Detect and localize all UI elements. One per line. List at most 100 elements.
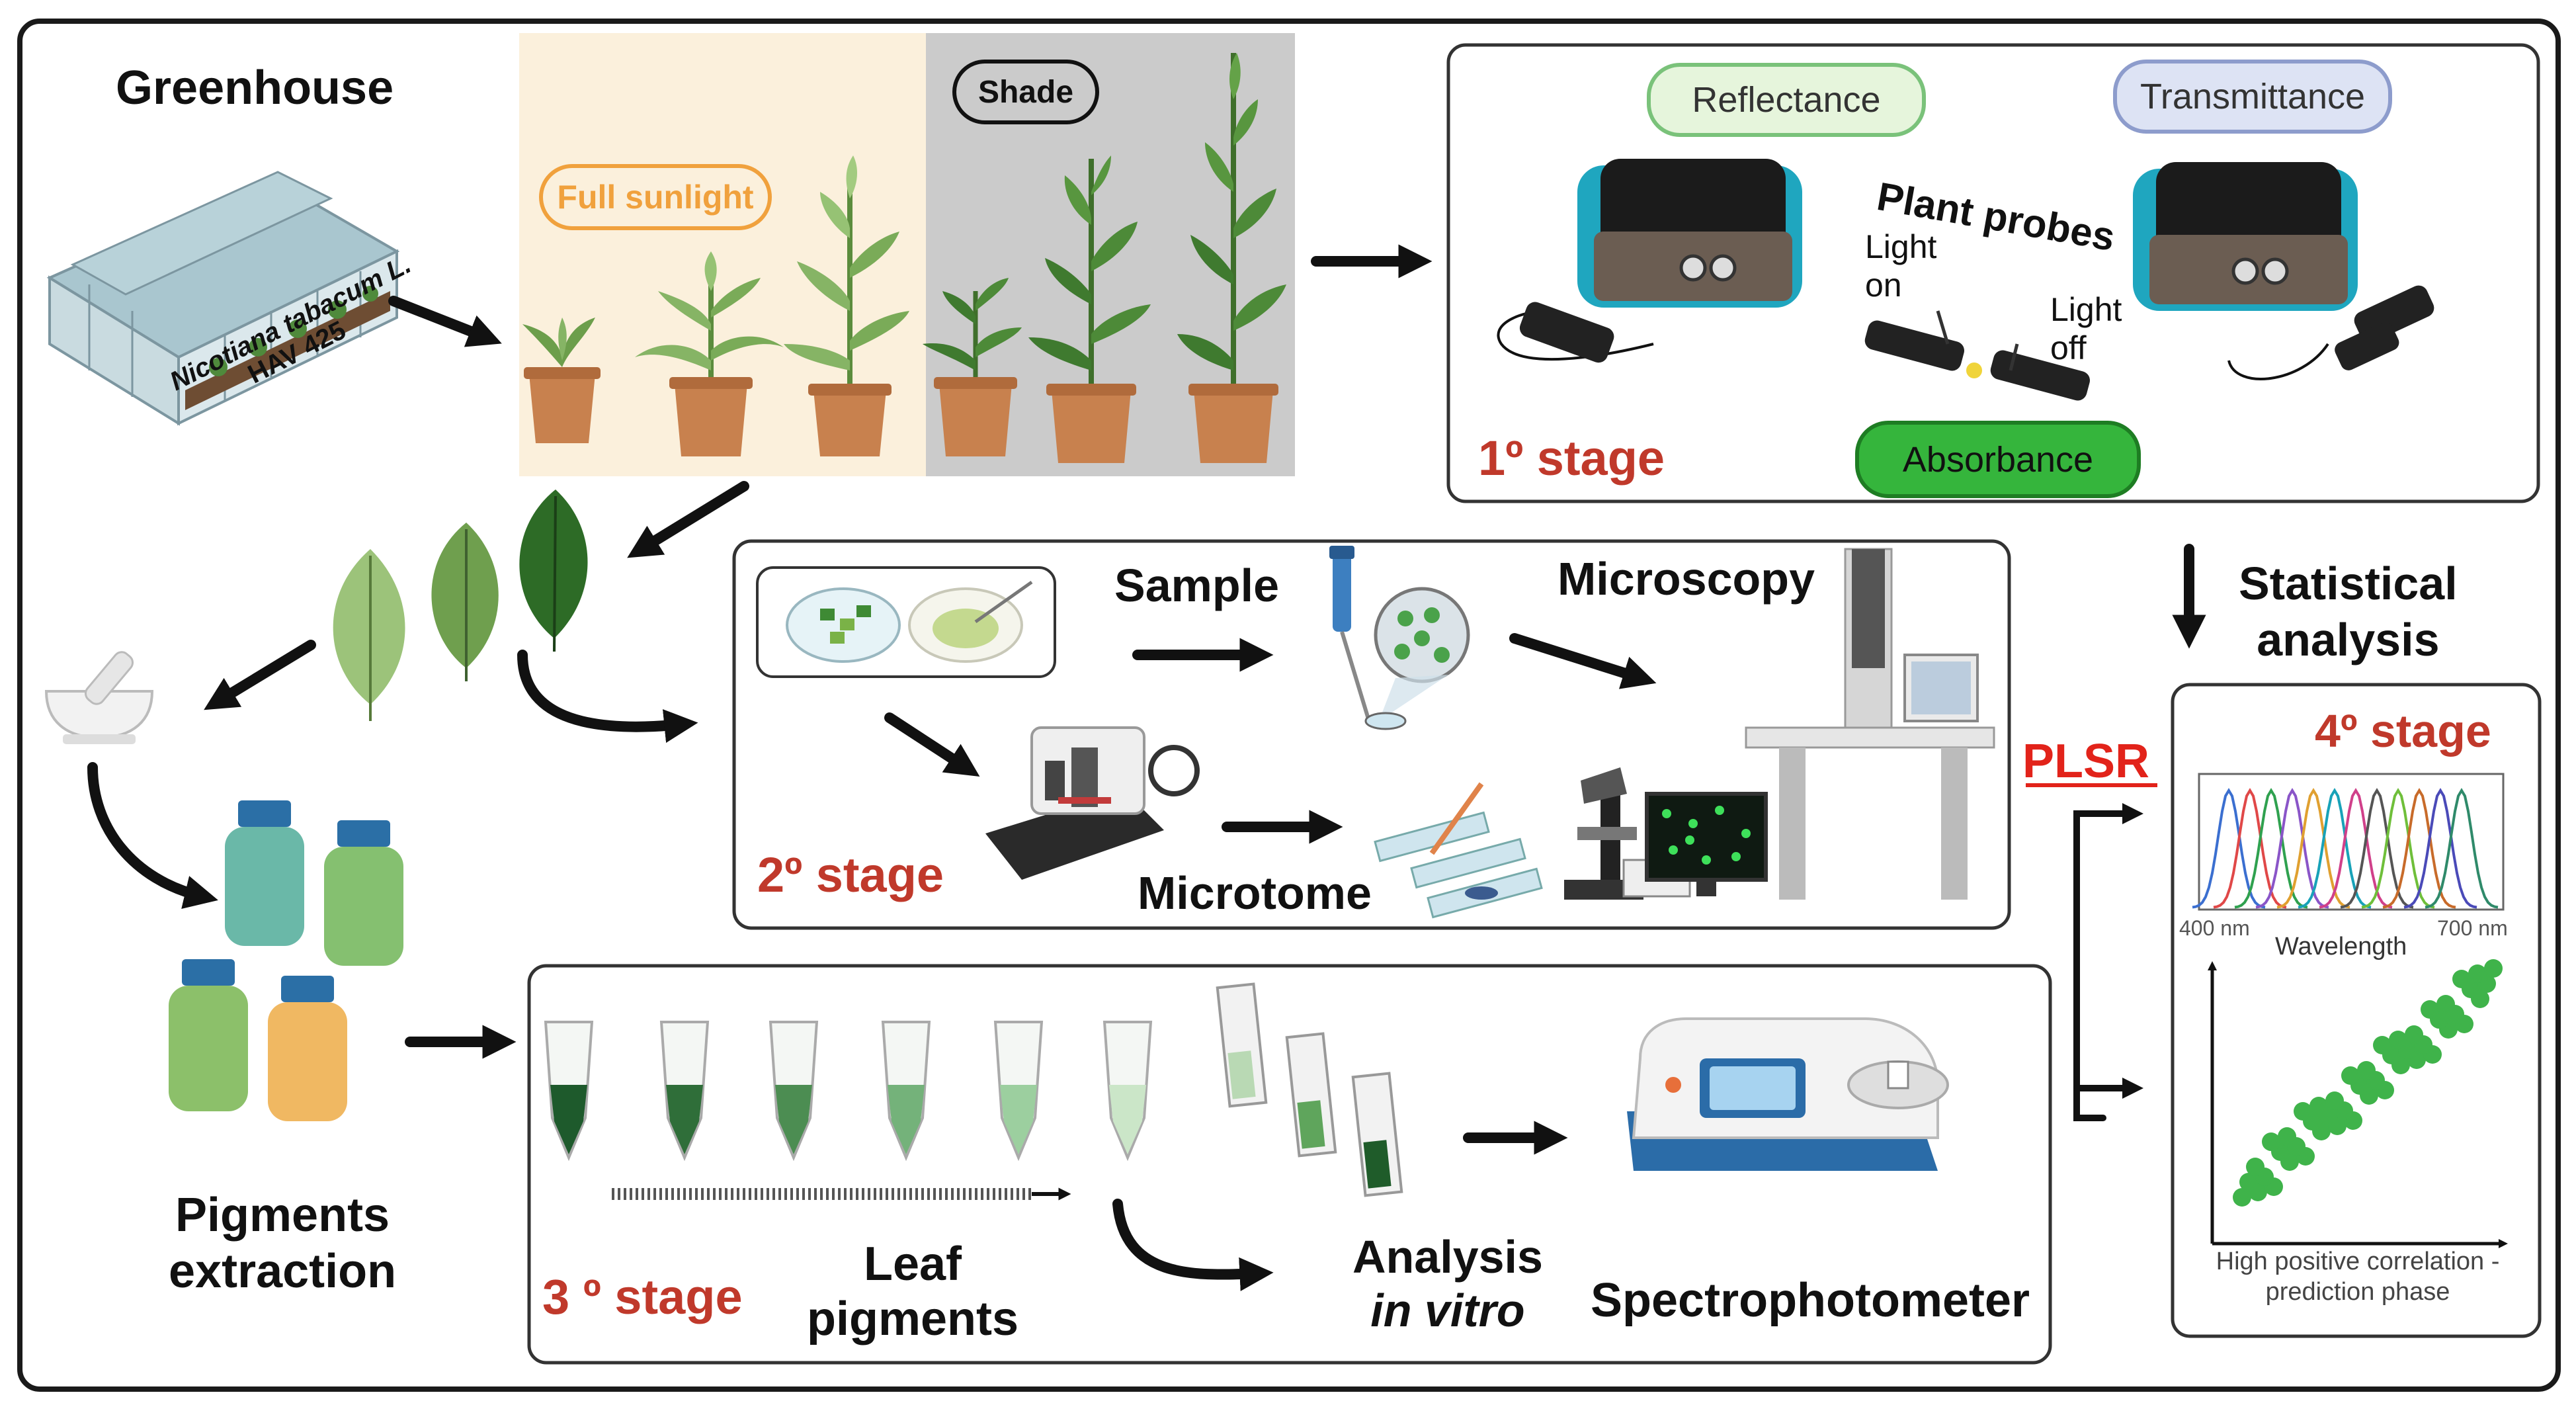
transmittance-badge: Transmittance (2113, 60, 2392, 134)
microtome-icon (985, 726, 1200, 880)
spectrum-curve (2234, 788, 2308, 909)
scatter-dot (2294, 1102, 2312, 1121)
leaf-pigments-label: Leaf pigments (807, 1238, 1019, 1345)
light-on-label: Light on (1865, 228, 1937, 304)
scatter-dots (2233, 959, 2503, 1207)
plant-shade-medium (1028, 155, 1151, 463)
arrow-plants-to-leaves (627, 481, 749, 558)
pigment-bottles (169, 800, 403, 1121)
spectra-curves (2192, 788, 2499, 909)
stage2-label: 2º stage (757, 847, 944, 902)
tube-5 (993, 1021, 1044, 1162)
outer-frame (17, 19, 2561, 1392)
microscope-slides (1374, 782, 1543, 919)
stage1-label: 1º stage (1478, 431, 1665, 486)
correlation-caption: High positive correlation - prediction p… (2216, 1248, 2500, 1306)
plant-sun-small (522, 318, 601, 443)
shade-badge: Shade (952, 60, 1099, 124)
correlation-scatter (2208, 959, 2508, 1248)
spectra-plot (2192, 773, 2505, 911)
plant-shade-tall (1177, 53, 1286, 463)
scatter-dot (2239, 1173, 2258, 1191)
light-off-label: Light off (2050, 291, 2122, 366)
pipette-icon (1329, 546, 1470, 730)
arrow-plsr-to-spectra (2073, 802, 2144, 1121)
scatter-dot (2421, 1000, 2439, 1019)
transmittance-device (2133, 162, 2434, 380)
scatter-dot (2373, 1036, 2391, 1054)
scatter-dot (2341, 1066, 2360, 1085)
tubes-gradient (544, 1021, 1153, 1200)
microtome-label: Microtome (1138, 867, 1372, 919)
wavelength-label: Wavelength (2275, 933, 2407, 960)
arrow-mortar-to-bottles (87, 762, 218, 909)
statistical-analysis-label: Statistical analysis (2239, 558, 2458, 666)
leaf-clip-probe (1864, 310, 2090, 401)
spectrum-curve (2340, 788, 2414, 909)
tube-2 (659, 1021, 710, 1162)
greenhouse-icon (46, 171, 400, 426)
spectrophotometer-label: Spectrophotometer (1591, 1274, 2030, 1327)
spectrophotometer-icon (1627, 1017, 1949, 1171)
reflectance-device (1497, 159, 1802, 363)
petri-dishes (756, 566, 1056, 678)
plant-sun-tall (784, 155, 909, 456)
spectrum-curve (2425, 788, 2499, 909)
stage3-label: 3 º stage (542, 1269, 743, 1324)
spectrum-curve (2298, 788, 2372, 909)
scatter-dot (2325, 1091, 2344, 1110)
electron-microscope-icon (1745, 548, 1995, 900)
arrow-leaves-to-mortar (204, 640, 316, 710)
scatter-dot (2452, 970, 2471, 988)
scatter-dot (2278, 1127, 2296, 1146)
plant-sun-medium (635, 251, 784, 456)
tube-1 (544, 1021, 594, 1162)
leaves-icon (333, 490, 588, 721)
tube-3 (769, 1021, 819, 1162)
scatter-dot (2246, 1158, 2264, 1176)
arrow-sample-to-microscopy (1509, 633, 1657, 689)
spectrum-curve (2361, 788, 2435, 909)
stage4-label: 4º stage (2315, 705, 2491, 757)
arrow-leaves-to-stage2 (517, 650, 698, 744)
tube-4 (881, 1021, 931, 1162)
scatter-dot (2262, 1132, 2280, 1151)
scatter-dot (2484, 959, 2503, 978)
spectrum-curve (2319, 788, 2393, 909)
mortar-icon (44, 651, 154, 744)
tube-6 (1102, 1021, 1153, 1162)
nm-end-label: 700 nm (2437, 916, 2508, 940)
spectrum-curve (2403, 788, 2477, 909)
arrow-tubes-to-cuvettes (1112, 1199, 1274, 1291)
scatter-dot (2357, 1061, 2376, 1080)
absorbance-badge: Absorbance (1855, 421, 2141, 498)
sample-label: Sample (1114, 560, 1279, 611)
scatter-dot (2389, 1031, 2407, 1049)
spectrum-curve (2255, 788, 2329, 909)
spectrum-curve (2276, 788, 2350, 909)
plsr-label: PLSR (2022, 735, 2150, 788)
scatter-dot (2405, 1025, 2423, 1044)
spectrum-curve (2382, 788, 2456, 909)
pigments-extraction-label: Pigments extraction (169, 1189, 397, 1298)
cuvettes-icon (1216, 982, 1403, 1197)
spectrum-curve (2213, 788, 2287, 909)
analysis-label: Analysis in vitro (1352, 1230, 1543, 1337)
reflectance-badge: Reflectance (1647, 63, 1926, 137)
in-vitro-text: in vitro (1370, 1284, 1525, 1336)
scatter-dot (2468, 964, 2487, 983)
arrow-petri-to-microtome (884, 712, 980, 777)
arrow-greenhouse-to-plants (388, 296, 502, 347)
scatter-dot (2436, 995, 2455, 1013)
nm-start-label: 400 nm (2179, 916, 2250, 940)
microscopy-label: Microscopy (1558, 553, 1815, 605)
greenhouse-title: Greenhouse (116, 62, 394, 114)
analysis-text: Analysis (1352, 1231, 1543, 1283)
monitor-icon (1645, 792, 1768, 896)
full-sunlight-badge: Full sunlight (539, 164, 772, 230)
scatter-dot (2233, 1188, 2251, 1207)
spectrum-curve (2192, 788, 2266, 909)
scatter-dot (2309, 1097, 2328, 1115)
flow-arrows (87, 244, 2206, 1291)
